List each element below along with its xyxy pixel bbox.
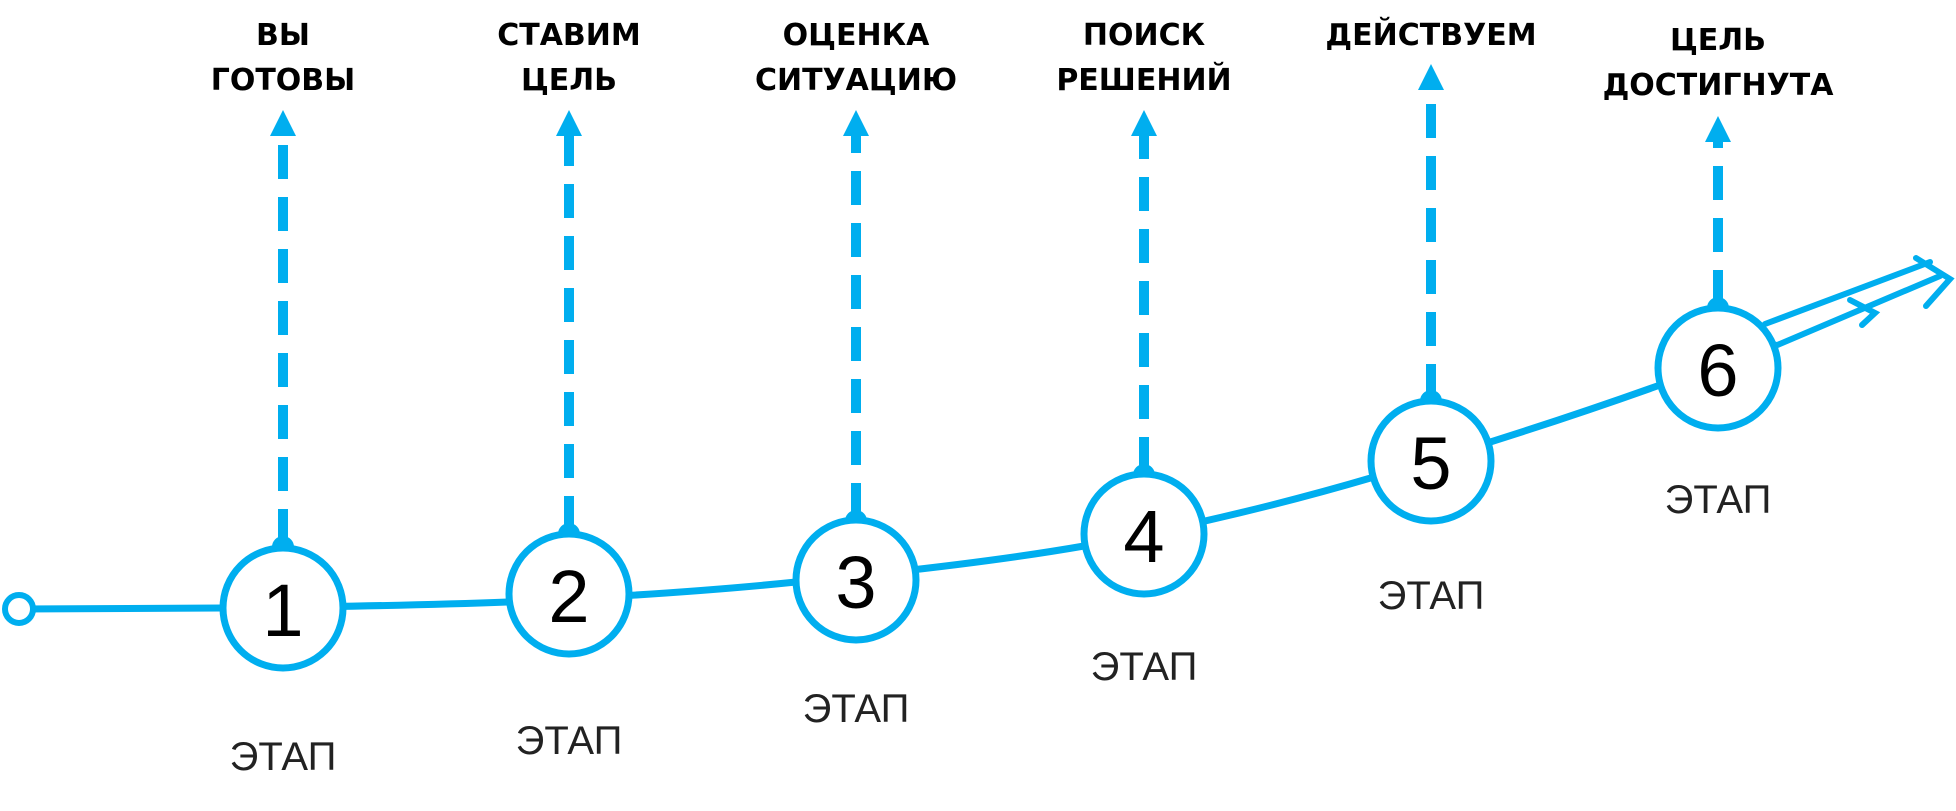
step-title-line-1: ВЫ [256,18,310,53]
arrow-up-icon [1418,64,1444,90]
step-circle [792,516,920,644]
step-title-line-1: ЦЕЛЬ [1670,23,1766,58]
step-title-line-2: РЕШЕНИЙ [1056,62,1231,98]
arrow-up-icon [843,110,869,136]
stage-label: ЭТАП [230,735,337,779]
step-title-line-2: СИТУАЦИЮ [755,63,957,98]
arrow-up-icon [556,110,582,136]
stage-label: ЭТАП [1665,478,1772,522]
step-title-line-2: ДОСТИГНУТА [1603,68,1835,103]
end-arrow-icon [1762,255,1955,349]
step-title-line-1: ДЕЙСТВУЕМ [1325,17,1536,53]
step-circle [1080,470,1208,598]
step-number: 3 [835,541,876,624]
step-number: 4 [1123,495,1164,578]
step-title-line-1: ПОИСК [1083,18,1206,53]
step-circle [1367,397,1495,525]
step-number: 5 [1410,422,1451,505]
arrow-up-icon [1705,116,1731,142]
step-title-line-1: СТАВИМ [497,18,641,53]
step-circle [1654,304,1782,432]
stage-label: ЭТАП [1378,574,1485,618]
arrow-up-icon [270,110,296,136]
step-title-line-1: ОЦЕНКА [783,18,930,53]
step-1: 1 ЭТАП ВЫ ГОТОВЫ [211,18,356,779]
step-5: 5 ЭТАП ДЕЙСТВУЕМ [1325,17,1536,618]
step-circle [219,544,347,672]
step-6: 6 ЭТАП ЦЕЛЬ ДОСТИГНУТА [1603,23,1835,522]
step-number: 1 [262,569,303,652]
stage-label: ЭТАП [803,687,910,731]
step-2: 2 ЭТАП СТАВИМ ЦЕЛЬ [497,18,641,763]
step-3: 3 ЭТАП ОЦЕНКА СИТУАЦИЮ [755,18,957,731]
arrow-up-icon [1131,110,1157,136]
step-title-line-2: ЦЕЛЬ [521,63,617,98]
stage-label: ЭТАП [516,719,623,763]
step-4: 4 ЭТАП ПОИСК РЕШЕНИЙ [1056,18,1231,689]
start-node [2,592,36,626]
stage-label: ЭТАП [1091,645,1198,689]
step-title-line-2: ГОТОВЫ [211,63,356,98]
step-circle [505,530,633,658]
step-number: 6 [1697,329,1738,412]
step-number: 2 [548,555,589,638]
